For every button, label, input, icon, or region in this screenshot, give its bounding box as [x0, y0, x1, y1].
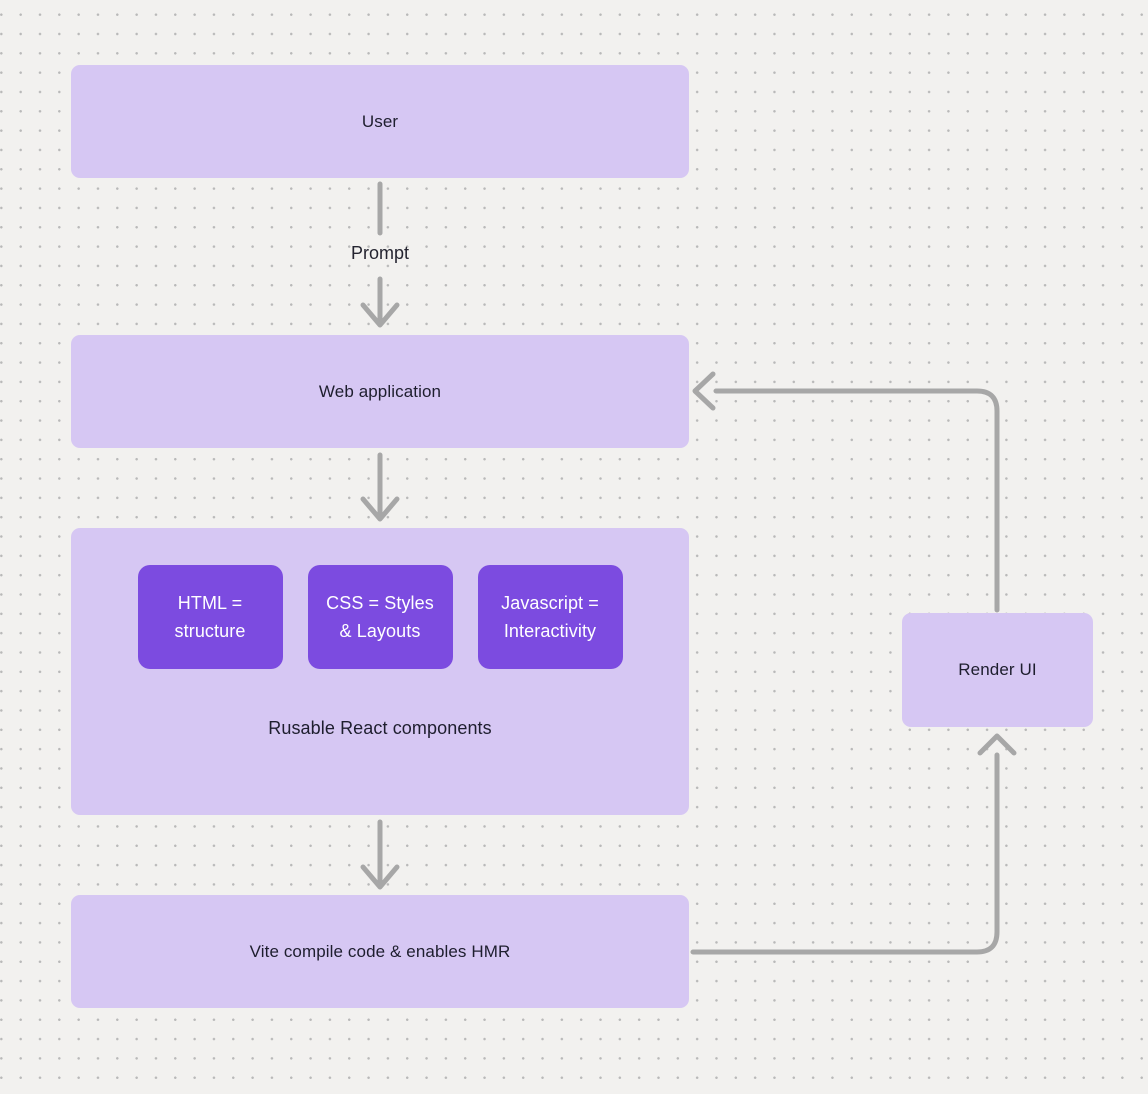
chip-row: HTML = structure CSS = Styles & Layouts … — [71, 565, 689, 669]
chip-javascript-label: Javascript = Interactivity — [501, 592, 599, 641]
node-web-application-label: Web application — [318, 381, 442, 401]
node-user-label: User — [361, 111, 399, 131]
node-render-ui[interactable]: Render UI — [902, 613, 1093, 727]
node-render-ui-label: Render UI — [958, 660, 1037, 679]
chip-css[interactable]: CSS = Styles & Layouts — [307, 565, 453, 669]
chip-html[interactable]: HTML = structure — [137, 565, 283, 669]
arrow-user-to-web-application[interactable] — [360, 181, 400, 328]
chip-javascript[interactable]: Javascript = Interactivity — [477, 565, 623, 669]
chip-css-label: CSS = Styles & Layouts — [326, 592, 434, 641]
node-vite-label: Vite compile code & enables HMR — [249, 941, 511, 961]
node-vite[interactable]: Vite compile code & enables HMR — [71, 895, 689, 1008]
components-group-caption: Rusable React components — [268, 718, 492, 738]
arrow-components-to-vite[interactable] — [360, 819, 400, 890]
chip-html-label: HTML = structure — [174, 592, 246, 641]
edge-label-prompt[interactable]: Prompt — [350, 243, 410, 263]
connector-render-ui-to-web-application[interactable] — [692, 371, 1000, 613]
connector-vite-to-render-ui[interactable] — [690, 733, 1017, 955]
arrow-web-application-to-components[interactable] — [360, 452, 400, 522]
node-components-group[interactable]: HTML = structure CSS = Styles & Layouts … — [71, 528, 689, 815]
node-user[interactable]: User — [71, 65, 689, 178]
node-web-application[interactable]: Web application — [71, 335, 689, 448]
